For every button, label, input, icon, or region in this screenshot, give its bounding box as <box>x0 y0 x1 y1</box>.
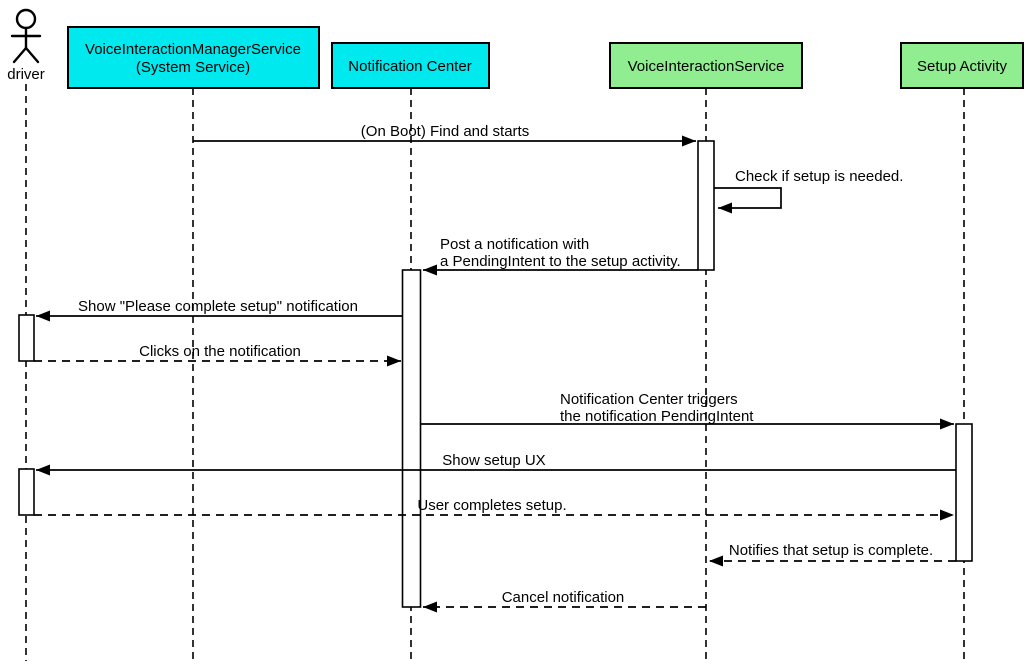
activation-driver-2 <box>18 468 35 516</box>
actor-head-icon <box>15 8 37 30</box>
participant-label-line1: VoiceInteractionManagerService <box>85 41 301 58</box>
participant-label: Notification Center <box>348 58 471 75</box>
message-user-completes-setup: User completes setup. <box>34 497 954 521</box>
actor-leg-left-icon <box>12 46 28 64</box>
message-self-arrow <box>714 187 782 214</box>
participant-label: VoiceInteractionService <box>628 58 785 75</box>
message-show-please-complete-setup-notification: Show "Please complete setup" notificatio… <box>36 298 403 322</box>
actor-label: driver <box>7 66 45 83</box>
message-notification-center-triggers-pendingintent: Notification Center triggers the notific… <box>421 391 954 430</box>
participant-box <box>900 42 1024 89</box>
message-show-setup-ux: Show setup UX <box>36 452 956 476</box>
actor-driver: driver <box>7 8 45 83</box>
actor-leg-right-icon <box>24 46 40 64</box>
message-label-line1: Post a notification with <box>440 236 589 253</box>
message-label: Show setup UX <box>442 452 545 469</box>
message-label-line2: the notification PendingIntent <box>560 408 754 425</box>
message-post-a-notification: Post a notification with a PendingIntent… <box>423 236 698 276</box>
activation-notification-center <box>401 269 422 608</box>
message-on-boot-find-and-starts: (On Boot) Find and starts <box>193 123 696 147</box>
message-label: Check if setup is needed. <box>735 168 903 185</box>
message-label: Clicks on the notification <box>139 343 301 360</box>
message-label: (On Boot) Find and starts <box>361 123 529 140</box>
lifelines <box>25 84 965 661</box>
participant-label: Setup Activity <box>917 58 1008 75</box>
participant-voice-interaction-service: VoiceInteractionService <box>609 42 803 89</box>
message-notifies-setup-complete: Notifies that setup is complete. <box>709 542 956 567</box>
activation-setup-activity <box>955 423 973 562</box>
participant-voice-interaction-manager-service: VoiceInteractionManagerService (System S… <box>67 26 320 89</box>
message-cancel-notification: Cancel notification <box>423 589 706 613</box>
participant-notification-center: Notification Center <box>331 42 490 89</box>
participant-setup-activity: Setup Activity <box>900 42 1024 89</box>
participant-label-line2: (System Service) <box>136 59 250 76</box>
message-label: Notifies that setup is complete. <box>729 542 933 559</box>
activation-voice-interaction-service <box>697 140 715 271</box>
message-label: Cancel notification <box>502 589 625 606</box>
message-label-line2: a PendingIntent to the setup activity. <box>440 253 681 270</box>
message-label: Show "Please complete setup" notificatio… <box>78 298 358 315</box>
message-clicks-on-the-notification: Clicks on the notification <box>34 343 401 367</box>
message-label-line1: Notification Center triggers <box>560 391 738 408</box>
activation-driver-1 <box>18 314 35 362</box>
participant-box <box>67 26 320 89</box>
participant-box <box>609 42 803 89</box>
participant-box <box>331 42 490 89</box>
message-label: User completes setup. <box>417 497 566 514</box>
message-check-if-setup-is-needed: Check if setup is needed. <box>714 168 903 214</box>
